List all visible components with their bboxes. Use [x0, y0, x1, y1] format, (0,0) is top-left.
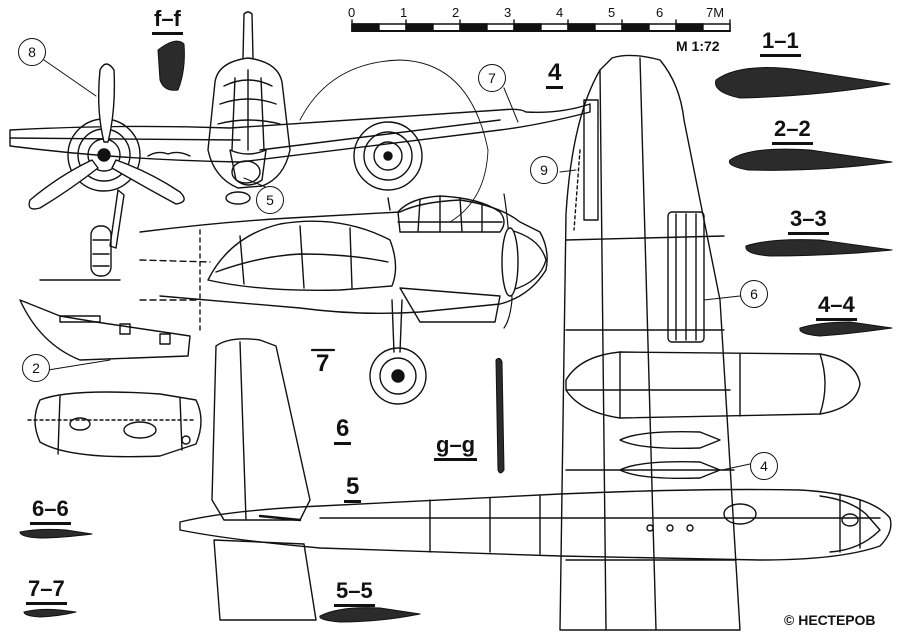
section-label-4-4: 4–4 [816, 294, 857, 321]
scale-segment [351, 23, 380, 32]
top-view [179, 54, 892, 631]
section-label-7-7: 7–7 [26, 578, 67, 605]
scale-tick-6: 6 [656, 5, 664, 20]
callout-5: 5 [256, 186, 284, 214]
scale-tick-3: 3 [504, 5, 512, 20]
scale-segment [459, 23, 488, 32]
scale-tick-1: 1 [400, 5, 408, 20]
section-f-f-shape [157, 40, 185, 91]
scale-segment [513, 23, 542, 32]
scale-ratio: M 1:72 [676, 38, 720, 54]
scale-tick-4: 4 [556, 5, 564, 20]
scale-segment [405, 23, 434, 32]
airfoil-sections [19, 40, 893, 623]
scale-segment [675, 23, 704, 32]
section-label-g-g: g–g [434, 434, 478, 461]
section-4-4-shape [799, 321, 893, 337]
callout-7: 7 [478, 64, 506, 92]
side-view [139, 193, 548, 405]
station-mark-5: 5 [344, 475, 362, 503]
section-1-1-shape [715, 67, 891, 99]
scale-tick-5: 5 [608, 5, 616, 20]
section-3-3-shape [745, 239, 893, 257]
station-mark-7: 7 [316, 350, 330, 377]
scale-tick-7m: 7M [706, 5, 725, 20]
callout-4: 4 [750, 452, 778, 480]
station-mark-4: 4 [546, 61, 564, 89]
section-label-5-5: 5–5 [334, 580, 375, 607]
section-label-3-3: 3–3 [788, 208, 829, 235]
scale-bar [351, 19, 731, 32]
scale-tick-0: 0 [348, 5, 356, 20]
section-7-7-shape [23, 608, 77, 618]
callout-9: 9 [530, 156, 558, 184]
scale-tick-2: 2 [452, 5, 460, 20]
leader-lines [43, 59, 751, 471]
section-2-2-shape [728, 148, 893, 171]
station-mark-6: 6 [334, 417, 352, 445]
scale-segment [621, 23, 650, 32]
section-label-f-f: f–f [152, 8, 183, 35]
scale-segment [567, 23, 596, 32]
callout-8: 8 [18, 38, 46, 66]
gondola-details [19, 299, 202, 458]
section-6-6-shape [19, 528, 93, 539]
section-g-g-shape [495, 357, 505, 474]
callout-2: 2 [22, 354, 50, 382]
callout-6: 6 [740, 280, 768, 308]
section-label-1-1: 1–1 [760, 30, 801, 57]
section-label-6-6: 6–6 [30, 498, 71, 525]
section-5-5-shape [319, 607, 421, 623]
section-label-2-2: 2–2 [772, 118, 813, 145]
copyright-label: © НЕСТЕРОВ [784, 612, 876, 628]
front-view [9, 11, 591, 281]
